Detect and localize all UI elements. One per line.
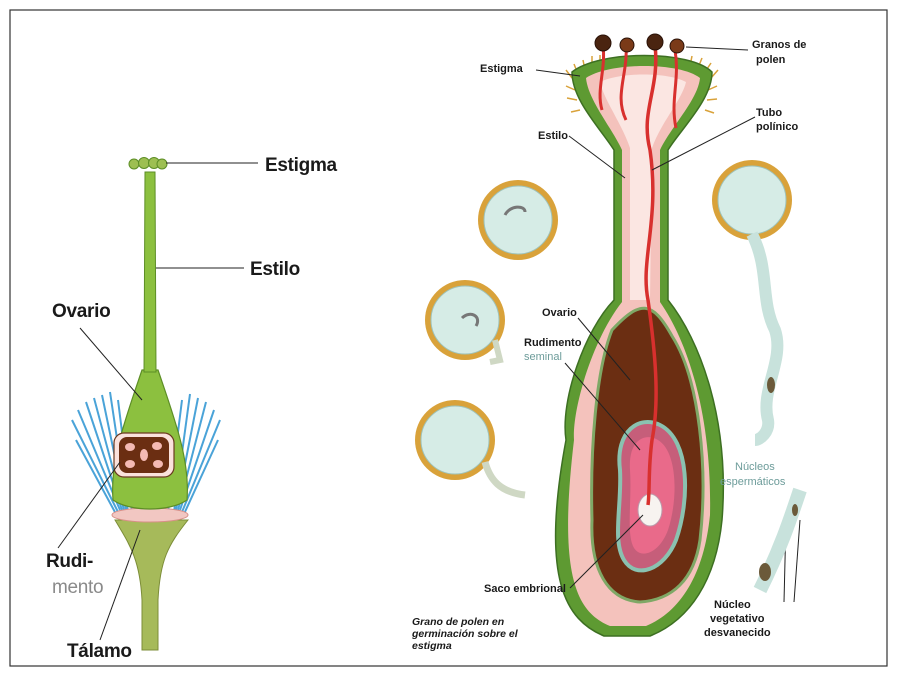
label-nucleo-3: desvanecido bbox=[704, 628, 771, 640]
stigma-lobe bbox=[129, 159, 139, 169]
label-nucleo-2: vegetativo bbox=[710, 614, 764, 626]
talamo-shape bbox=[115, 520, 188, 650]
caption-pollen-germination: Grano de polen en germinación sobre el e… bbox=[412, 616, 522, 652]
stigma-lobe bbox=[139, 158, 150, 169]
pollen-body bbox=[421, 406, 489, 474]
label-talamo: Tálamo bbox=[67, 642, 132, 662]
style-shape bbox=[144, 172, 156, 372]
pollen-body bbox=[431, 286, 499, 354]
label-estigma: Estigma bbox=[265, 156, 337, 176]
pollen-grain bbox=[620, 38, 634, 52]
pollen-body bbox=[718, 166, 786, 234]
pollen-grain bbox=[595, 35, 611, 51]
label-estilo: Estilo bbox=[250, 260, 300, 280]
sperm-nucleus bbox=[792, 504, 798, 516]
label-estigma-r: Estigma bbox=[480, 64, 523, 76]
pollen-grain bbox=[647, 34, 663, 50]
pollen-grain bbox=[670, 39, 684, 53]
pollen-body bbox=[484, 186, 552, 254]
stigma-lobe bbox=[157, 159, 167, 169]
label-granos-1: Granos de bbox=[752, 40, 806, 52]
label-ovario: Ovario bbox=[52, 302, 110, 322]
label-granos-2: polen bbox=[756, 55, 785, 67]
label-rudimento-2: mento bbox=[52, 578, 103, 598]
label-rudimento-1: Rudi- bbox=[46, 552, 93, 572]
label-estilo-r: Estilo bbox=[538, 131, 568, 143]
label-tubo-1: Tubo bbox=[756, 108, 782, 120]
label-rudimento-r1: Rudimento bbox=[524, 338, 581, 350]
label-tubo-2: polínico bbox=[756, 122, 798, 134]
label-ovario-r: Ovario bbox=[542, 308, 577, 320]
vegetative-nucleus bbox=[759, 563, 771, 581]
label-nucleos-2: espermáticos bbox=[720, 477, 785, 489]
receptacle-band bbox=[112, 508, 188, 522]
label-rudimento-r2: seminal bbox=[524, 352, 562, 364]
label-nucleo-1: Núcleo bbox=[714, 600, 751, 612]
label-nucleos-1: Núcleos bbox=[735, 462, 775, 474]
label-saco: Saco embrional bbox=[484, 584, 566, 596]
pollen-tube-long bbox=[752, 234, 777, 440]
